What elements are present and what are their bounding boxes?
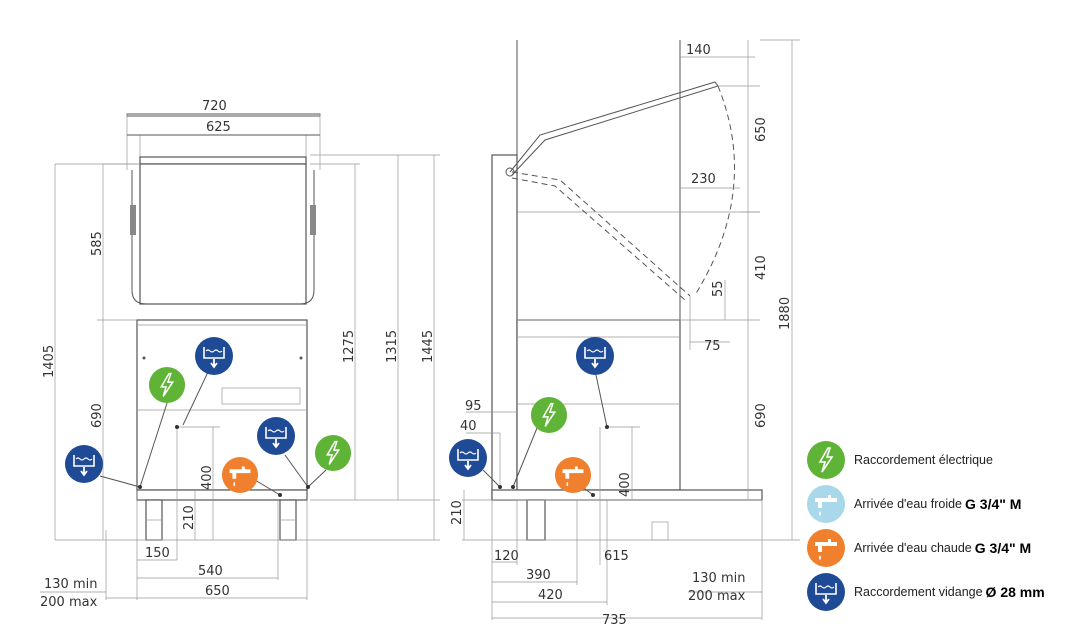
- dim-min: 130 min: [44, 577, 97, 592]
- dim-650: 650: [205, 584, 230, 599]
- electric-icon: [806, 439, 846, 480]
- dim-690: 690: [90, 403, 105, 428]
- dim-1315: 1315: [385, 330, 400, 363]
- electric-icon: [314, 434, 352, 472]
- side-view: 140 650 230 410 55 75 1880 690 95 40 400…: [448, 39, 800, 628]
- drain-icon: [806, 571, 846, 612]
- dim-615: 615: [604, 549, 629, 564]
- legend-item-cold-water: Arrivée d'eau froide G 3/4" M: [806, 484, 1076, 523]
- dim-95: 95: [465, 399, 482, 414]
- dim-40: 40: [460, 419, 477, 434]
- dim-230: 230: [691, 172, 716, 187]
- dim-55: 55: [711, 280, 726, 297]
- dim-400: 400: [200, 465, 215, 490]
- hot-water-icon: [221, 456, 259, 494]
- drain-icon: [448, 438, 488, 478]
- cold-water-icon: [807, 484, 845, 523]
- dim-410: 410: [754, 255, 769, 280]
- legend-item-drain: Raccordement vidange Ø 28 mm: [806, 571, 1076, 612]
- dim-140: 140: [686, 43, 711, 58]
- dim-420: 420: [538, 588, 563, 603]
- dim-585: 585: [90, 231, 105, 256]
- drain-icon: [575, 336, 615, 376]
- dim-width-inner: 625: [206, 120, 231, 135]
- dim-75: 75: [704, 339, 721, 354]
- legend-label: Raccordement vidange: [854, 584, 983, 599]
- drain-icon: [64, 444, 104, 484]
- dim-min-side: 130 min: [692, 571, 745, 586]
- legend-label: Arrivée d'eau froide: [854, 496, 963, 511]
- legend-item-hot-water: Arrivée d'eau chaude G 3/4" M: [806, 528, 1076, 567]
- hot-water-icon: [554, 456, 592, 494]
- drain-icon: [194, 336, 234, 376]
- dim-120: 120: [494, 549, 519, 564]
- dim-735: 735: [602, 613, 627, 628]
- electric-icon: [148, 366, 186, 404]
- electric-icon: [530, 396, 568, 434]
- dim-1275: 1275: [342, 330, 357, 363]
- dim-210: 210: [182, 505, 197, 530]
- dim-1445: 1445: [421, 330, 436, 363]
- legend: Raccordement électrique Arrivée d'eau fr…: [806, 439, 1076, 616]
- dim-width-top: 720: [202, 99, 227, 114]
- dim-max: 200 max: [40, 595, 98, 610]
- dim-1405: 1405: [42, 345, 57, 378]
- legend-label: Raccordement électrique: [854, 452, 993, 467]
- legend-item-electric: Raccordement électrique: [806, 439, 1076, 480]
- legend-spec: G 3/4" M: [974, 539, 1032, 556]
- hot-water-icon: [807, 528, 845, 567]
- legend-label: Arrivée d'eau chaude: [854, 540, 972, 555]
- legend-spec: G 3/4" M: [965, 495, 1022, 512]
- dim-650-side: 650: [754, 117, 769, 142]
- dim-max-side: 200 max: [688, 589, 746, 604]
- dim-690-side: 690: [754, 403, 769, 428]
- legend-spec: Ø 28 mm: [985, 583, 1045, 600]
- dim-1880: 1880: [778, 297, 793, 330]
- dim-150: 150: [145, 546, 170, 561]
- dim-540: 540: [198, 564, 223, 579]
- front-view: 720 625 585 690 1405 1275 1315 1445 400 …: [40, 99, 440, 610]
- dim-210-side: 210: [450, 500, 465, 525]
- dim-390: 390: [526, 568, 551, 583]
- dim-400-side: 400: [618, 472, 633, 497]
- drain-icon: [256, 416, 296, 456]
